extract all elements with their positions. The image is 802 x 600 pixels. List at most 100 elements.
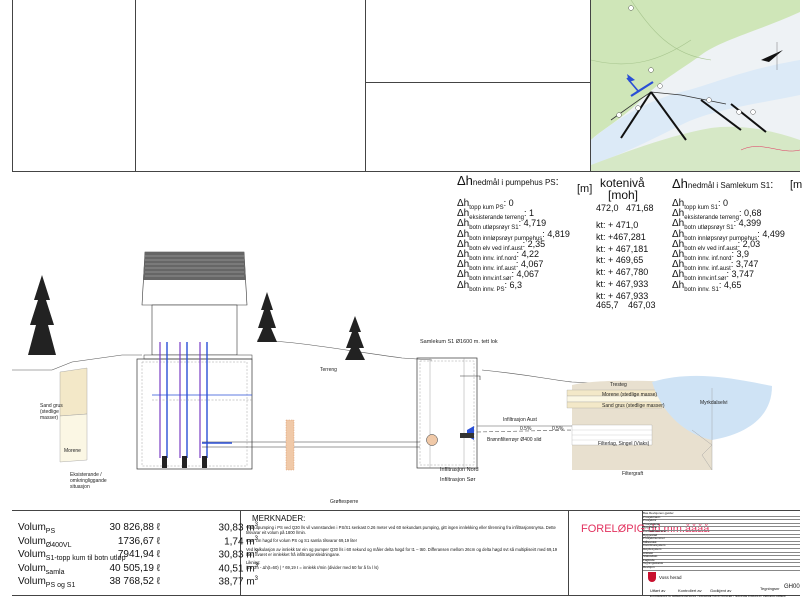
title-block-row: Prosjektnummer xyxy=(643,537,800,542)
kote-top-b: 471,68 xyxy=(626,203,654,213)
notes-p5: (26 cm - Δh(t=60) ) * 69,19 ℓ = innlekk … xyxy=(246,565,379,571)
volume-litre: 1736,67 ℓ xyxy=(117,535,160,547)
volume-litre: 30 826,88 ℓ xyxy=(109,522,161,533)
level-s1-value: 4,499 xyxy=(762,228,785,239)
level-s1-row: Δhbotn innv.inf.sør: 3,747 xyxy=(672,269,755,283)
level-s1-value: 4,65 xyxy=(723,279,742,290)
volume-m3: 1,74 m3 xyxy=(224,535,258,547)
level-table-s1: Δhnedmål i Samlekum S1: [m Δhtopp kum S1… xyxy=(670,176,802,292)
preliminary-stamp: FORELØPIG dd.mm.åååå xyxy=(581,523,710,535)
title-block-row: Byggherre xyxy=(643,526,800,531)
level-ps-row: Δhbotn innv. inf.aust: 4,067 xyxy=(457,259,544,272)
level-s1-row: Δhbotn utløpsrøyr S1: 4,399 xyxy=(672,218,762,232)
kote-row: kt: + 467,933 xyxy=(596,279,649,289)
kote-row: kt: +467,281 xyxy=(596,231,646,242)
title-block-row: Tegningsstatus xyxy=(643,562,800,567)
title-block-row: Fagkode xyxy=(643,558,800,564)
municipality-logo xyxy=(648,572,656,582)
level-ps-value: 4,819 xyxy=(547,228,570,239)
volume-litre: 38 768,52 ℓ xyxy=(109,576,161,588)
kote-bot-a: 465,7 xyxy=(596,300,619,310)
title-block-row: Bas.Revisjonen gjelder xyxy=(643,511,800,517)
level-ps-value: 6,3 xyxy=(509,279,523,290)
level-ps-row: Δhbotn innv.inf.sør: 4,067 xyxy=(457,269,540,283)
kote-bot-b: 467,03 xyxy=(628,300,656,310)
level-s1-row: Δhtopp kum S1: 0 xyxy=(672,198,728,211)
level-s1-row: Δhbotn innv. S1: 4,65 xyxy=(672,279,742,293)
volume-litre: 7941,94 ℓ xyxy=(117,549,160,561)
tegningsnr-label: Tegningsnr xyxy=(760,586,780,591)
level-ps-value: 4,22 xyxy=(521,249,540,259)
level-s1-value: 0 xyxy=(722,198,728,208)
notes-p1: Ved utpumping i PS ved Q30 l/s vil vanns… xyxy=(246,525,556,536)
title-block-row: Prosjektnavn xyxy=(643,515,800,521)
site-map xyxy=(590,0,801,171)
section-drawing xyxy=(12,230,800,510)
title-block-row: Statusdato xyxy=(643,555,800,560)
level-ps-value: 2,35 xyxy=(527,238,546,249)
level-ps-row: Δhtopp kum PS: 0 xyxy=(457,198,514,211)
kote-unit: [moh] xyxy=(608,188,639,202)
level-s1-value: 0,68 xyxy=(743,208,762,219)
level-ps-value: 4,067 xyxy=(516,269,540,280)
title-block-row: Kontraktsnummer xyxy=(643,529,800,535)
level-table-s1-unit: [m xyxy=(790,179,802,191)
level-s1-row: Δhbotn innv. inf.aust: 3,747 xyxy=(672,259,759,272)
level-ps-row: Δhbotn innløpsrøyr pumpehus: 4,819 xyxy=(457,228,570,242)
level-table-ps: Δhnedmål i pumpehus PS: [m] Δhtopp kum P… xyxy=(455,173,595,292)
title-block-row: Høydesystem xyxy=(643,547,800,553)
utfort-label: Utført av xyxy=(650,588,666,593)
title-block-row: Prosjektleiar xyxy=(643,522,800,528)
level-ps-row: Δheksisterande terreng: 1 xyxy=(457,208,534,221)
kote-row: kt: + 467,780 xyxy=(596,267,649,278)
level-s1-row: Δhbotn innløpsrøyr pumpehus: 4,499 xyxy=(672,228,785,242)
volume-name: VolumS1-topp kum til botn utløp xyxy=(18,549,126,563)
kote-top-a: 472,0 xyxy=(596,203,619,213)
kote-row: kt: + 471,0 xyxy=(596,220,639,230)
volume-m3: 30,83 m3 xyxy=(218,549,258,561)
volume-row: Volumsamla 40 505,19 ℓ 40,51 m3 xyxy=(18,563,258,576)
godkjent-label: Godkjent av xyxy=(710,588,732,593)
level-ps-value: 0 xyxy=(508,198,514,208)
level-s1-value: 2,03 xyxy=(742,238,761,249)
level-ps-row: Δhbotn elv ved inf.aust: 2,35 xyxy=(457,238,546,252)
municipality-name: Voss herad xyxy=(659,575,682,580)
level-ps-value: 4,067 xyxy=(520,259,544,270)
kote-row: kt: + 467,181 xyxy=(596,243,649,254)
title-block-row: Byggestad xyxy=(643,533,800,539)
title-block-row: Prosjektnr xyxy=(643,519,800,524)
kote-row: kt: + 467,933 xyxy=(596,290,649,301)
volume-litre: 40 505,19 ℓ xyxy=(109,562,161,574)
volume-name: VolumPS og S1 xyxy=(18,576,76,590)
title-block-row: Koordinatsystem xyxy=(643,544,800,549)
level-table-ps-unit: [m] xyxy=(577,183,593,195)
level-s1-value: 3,747 xyxy=(731,269,755,280)
title-block-footer: E-FORESKRIFTA. ARBEIDSVARSLING / SIKKERH… xyxy=(650,595,786,598)
title-block-row: Arkitekt xyxy=(643,551,800,557)
level-s1-value: 3,9 xyxy=(736,249,750,259)
volume-name: Volumsamla xyxy=(18,562,65,576)
tegningsnr-value: GH00 xyxy=(784,584,800,590)
notes-box: MERKNADER: Ved utpumping i PS ved Q30 l/… xyxy=(246,514,564,594)
volume-m3: 40,51 m3 xyxy=(218,562,258,575)
volume-m3: 38,77 m3 xyxy=(218,576,258,588)
level-s1-row: Δhbotn innv. inf.nord: 3,9 xyxy=(672,249,750,262)
kote-row: kt: + 469,65 xyxy=(596,255,644,266)
header-frame xyxy=(0,0,800,172)
volume-m3: 30,83 m3 xyxy=(218,522,258,534)
level-table-ps-title: Δhnedmål i pumpehus PS: xyxy=(457,173,559,188)
level-ps-row: Δhbotn utløpsrøyr S1: 4,719 xyxy=(457,218,547,232)
level-s1-value: 4,399 xyxy=(738,218,762,229)
volume-row: VolumPS og S1 38 768,52 ℓ 38,77 m3 xyxy=(18,576,258,589)
level-ps-row: Δhbotn innv. PS: 6,3 xyxy=(457,279,523,293)
kontrollert-label: Kontrollert av xyxy=(678,588,702,593)
title-block-row: Målestokk xyxy=(643,540,800,546)
notes-heading: MERKNADER: xyxy=(252,514,306,523)
level-s1-value: 3,747 xyxy=(735,259,759,270)
